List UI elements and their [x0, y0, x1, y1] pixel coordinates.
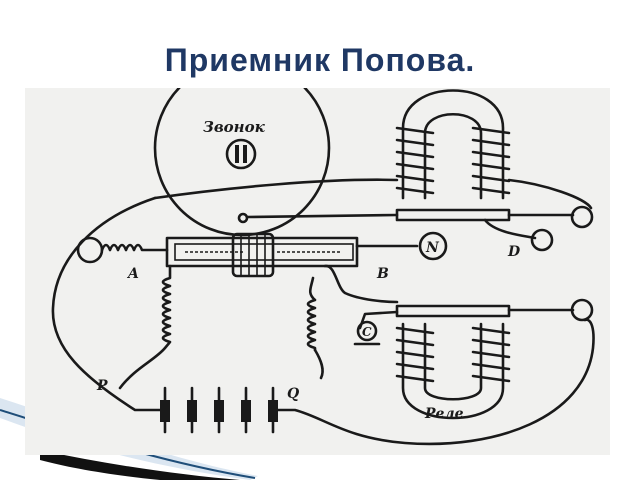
- right-spring: [306, 276, 317, 352]
- battery: P Q: [96, 378, 299, 434]
- relay-armature: [395, 304, 511, 318]
- relay-label: Реле: [424, 406, 464, 422]
- bell-hub-icon: [225, 138, 257, 170]
- left-spring: [118, 264, 172, 390]
- contact-d: [530, 228, 554, 252]
- upper-loop-wire: [153, 178, 593, 210]
- popov-receiver-diagram: Звонок N A B D: [51, 88, 595, 446]
- coherer-left-label: A: [126, 266, 139, 282]
- slide-title: Приемник Попова.: [164, 42, 476, 78]
- upper-terminal: [570, 205, 594, 229]
- contact-c: [356, 320, 378, 342]
- outer-wire-right: [271, 318, 595, 446]
- relay-terminal: [570, 298, 594, 322]
- relay-electromagnet: Реле: [395, 322, 511, 422]
- coherer-sleeve: [231, 232, 275, 278]
- battery-right-label: Q: [287, 386, 299, 402]
- upper-armature: [395, 208, 511, 222]
- diagram-panel: Звонок N A B D: [25, 88, 610, 455]
- bell: Звонок: [153, 88, 331, 237]
- upper-electromagnet: [395, 89, 511, 200]
- bell-label: Звонок: [203, 118, 266, 136]
- coherer-right-label: B: [376, 266, 389, 282]
- contact-n-label: N: [425, 240, 440, 256]
- contact-d-label: D: [507, 244, 521, 260]
- contact-n: [418, 231, 448, 261]
- contact-c-label: C: [362, 325, 372, 339]
- coherer: N A B: [76, 231, 448, 282]
- outer-wire-left: [51, 196, 162, 412]
- coherer-tube: [165, 236, 359, 268]
